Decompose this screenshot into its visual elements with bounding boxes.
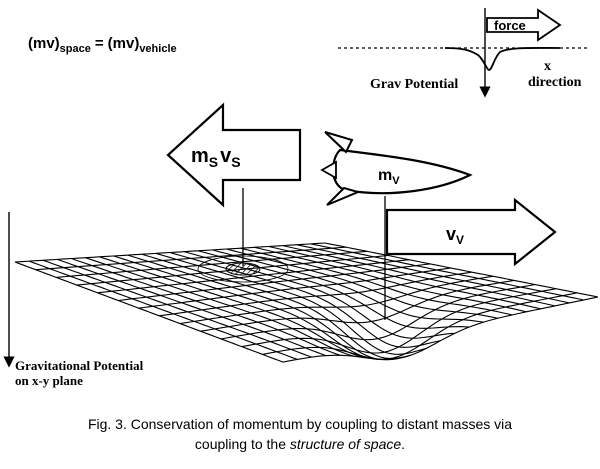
grid-line-h <box>179 275 494 325</box>
inset-potential-graph: force Grav Potential x direction <box>338 8 590 98</box>
spacetime-grid <box>14 242 599 363</box>
vehicle-velocity-label: vV <box>446 224 464 247</box>
grid-line-h <box>159 271 473 317</box>
grid-line-v <box>310 243 584 301</box>
grid-line-h <box>35 246 347 271</box>
rocket-fin-bottom <box>326 186 362 206</box>
grid-line-v <box>141 253 413 359</box>
grid-line-h <box>14 242 326 263</box>
grid-line-v <box>127 254 398 361</box>
grid-line-h <box>200 279 515 332</box>
grid-line-v <box>99 256 369 359</box>
vehicle-velocity-arrow <box>385 197 557 267</box>
grid-line-v <box>324 242 599 298</box>
grav-potential-label: Grav Potential <box>370 77 458 92</box>
grid-line-v <box>85 257 355 357</box>
rocket-vehicle: mV <box>320 131 473 206</box>
grid-line-h <box>97 259 410 294</box>
grid-line-v <box>14 261 284 363</box>
vehicle-mass-label: mV <box>378 167 400 187</box>
direction-label: direction <box>528 75 582 90</box>
grid-line-v <box>155 252 427 355</box>
x-axis-label: x <box>544 59 551 74</box>
grid-line-v <box>57 258 327 357</box>
grid-line-v <box>296 244 570 304</box>
rocket-body <box>332 148 473 195</box>
grid-line-v <box>282 245 556 307</box>
force-arrow <box>486 8 562 42</box>
grid-line-v <box>71 257 341 356</box>
figure-caption-line1: Fig. 3. Conservation of momentum by coup… <box>88 416 512 432</box>
rocket-tail-fin <box>320 160 337 180</box>
space-momentum-arrow <box>166 102 302 208</box>
force-label: force <box>494 18 526 33</box>
grid-line-h <box>56 250 368 278</box>
gravitational-potential-label: Gravitational Potential <box>15 358 144 373</box>
grid-line-v <box>254 246 527 313</box>
grid-line-h <box>118 263 431 302</box>
grid-line-h <box>138 267 452 309</box>
grid-line-h <box>262 292 578 360</box>
grid-line-v <box>113 255 384 361</box>
potential-curve <box>444 47 561 71</box>
rocket-fin-top <box>324 131 354 154</box>
grid-line-v <box>43 259 312 358</box>
figure-caption-line2: coupling to the structure of space. <box>195 436 405 452</box>
grid-line-v <box>169 251 441 348</box>
grid-line-h <box>221 283 536 341</box>
xy-plane-label: on x-y plane <box>15 373 83 388</box>
grid-line-v <box>28 260 298 360</box>
grid-line-v <box>183 251 455 339</box>
grid-line-v <box>212 249 484 323</box>
momentum-equation: (mv)space=(mv)vehicle <box>28 35 177 55</box>
grid-line-h <box>282 296 599 363</box>
grid-line-v <box>226 248 498 319</box>
grid-line-h <box>241 288 557 354</box>
grid-line-v <box>268 245 541 310</box>
grid-line-v <box>240 247 513 316</box>
